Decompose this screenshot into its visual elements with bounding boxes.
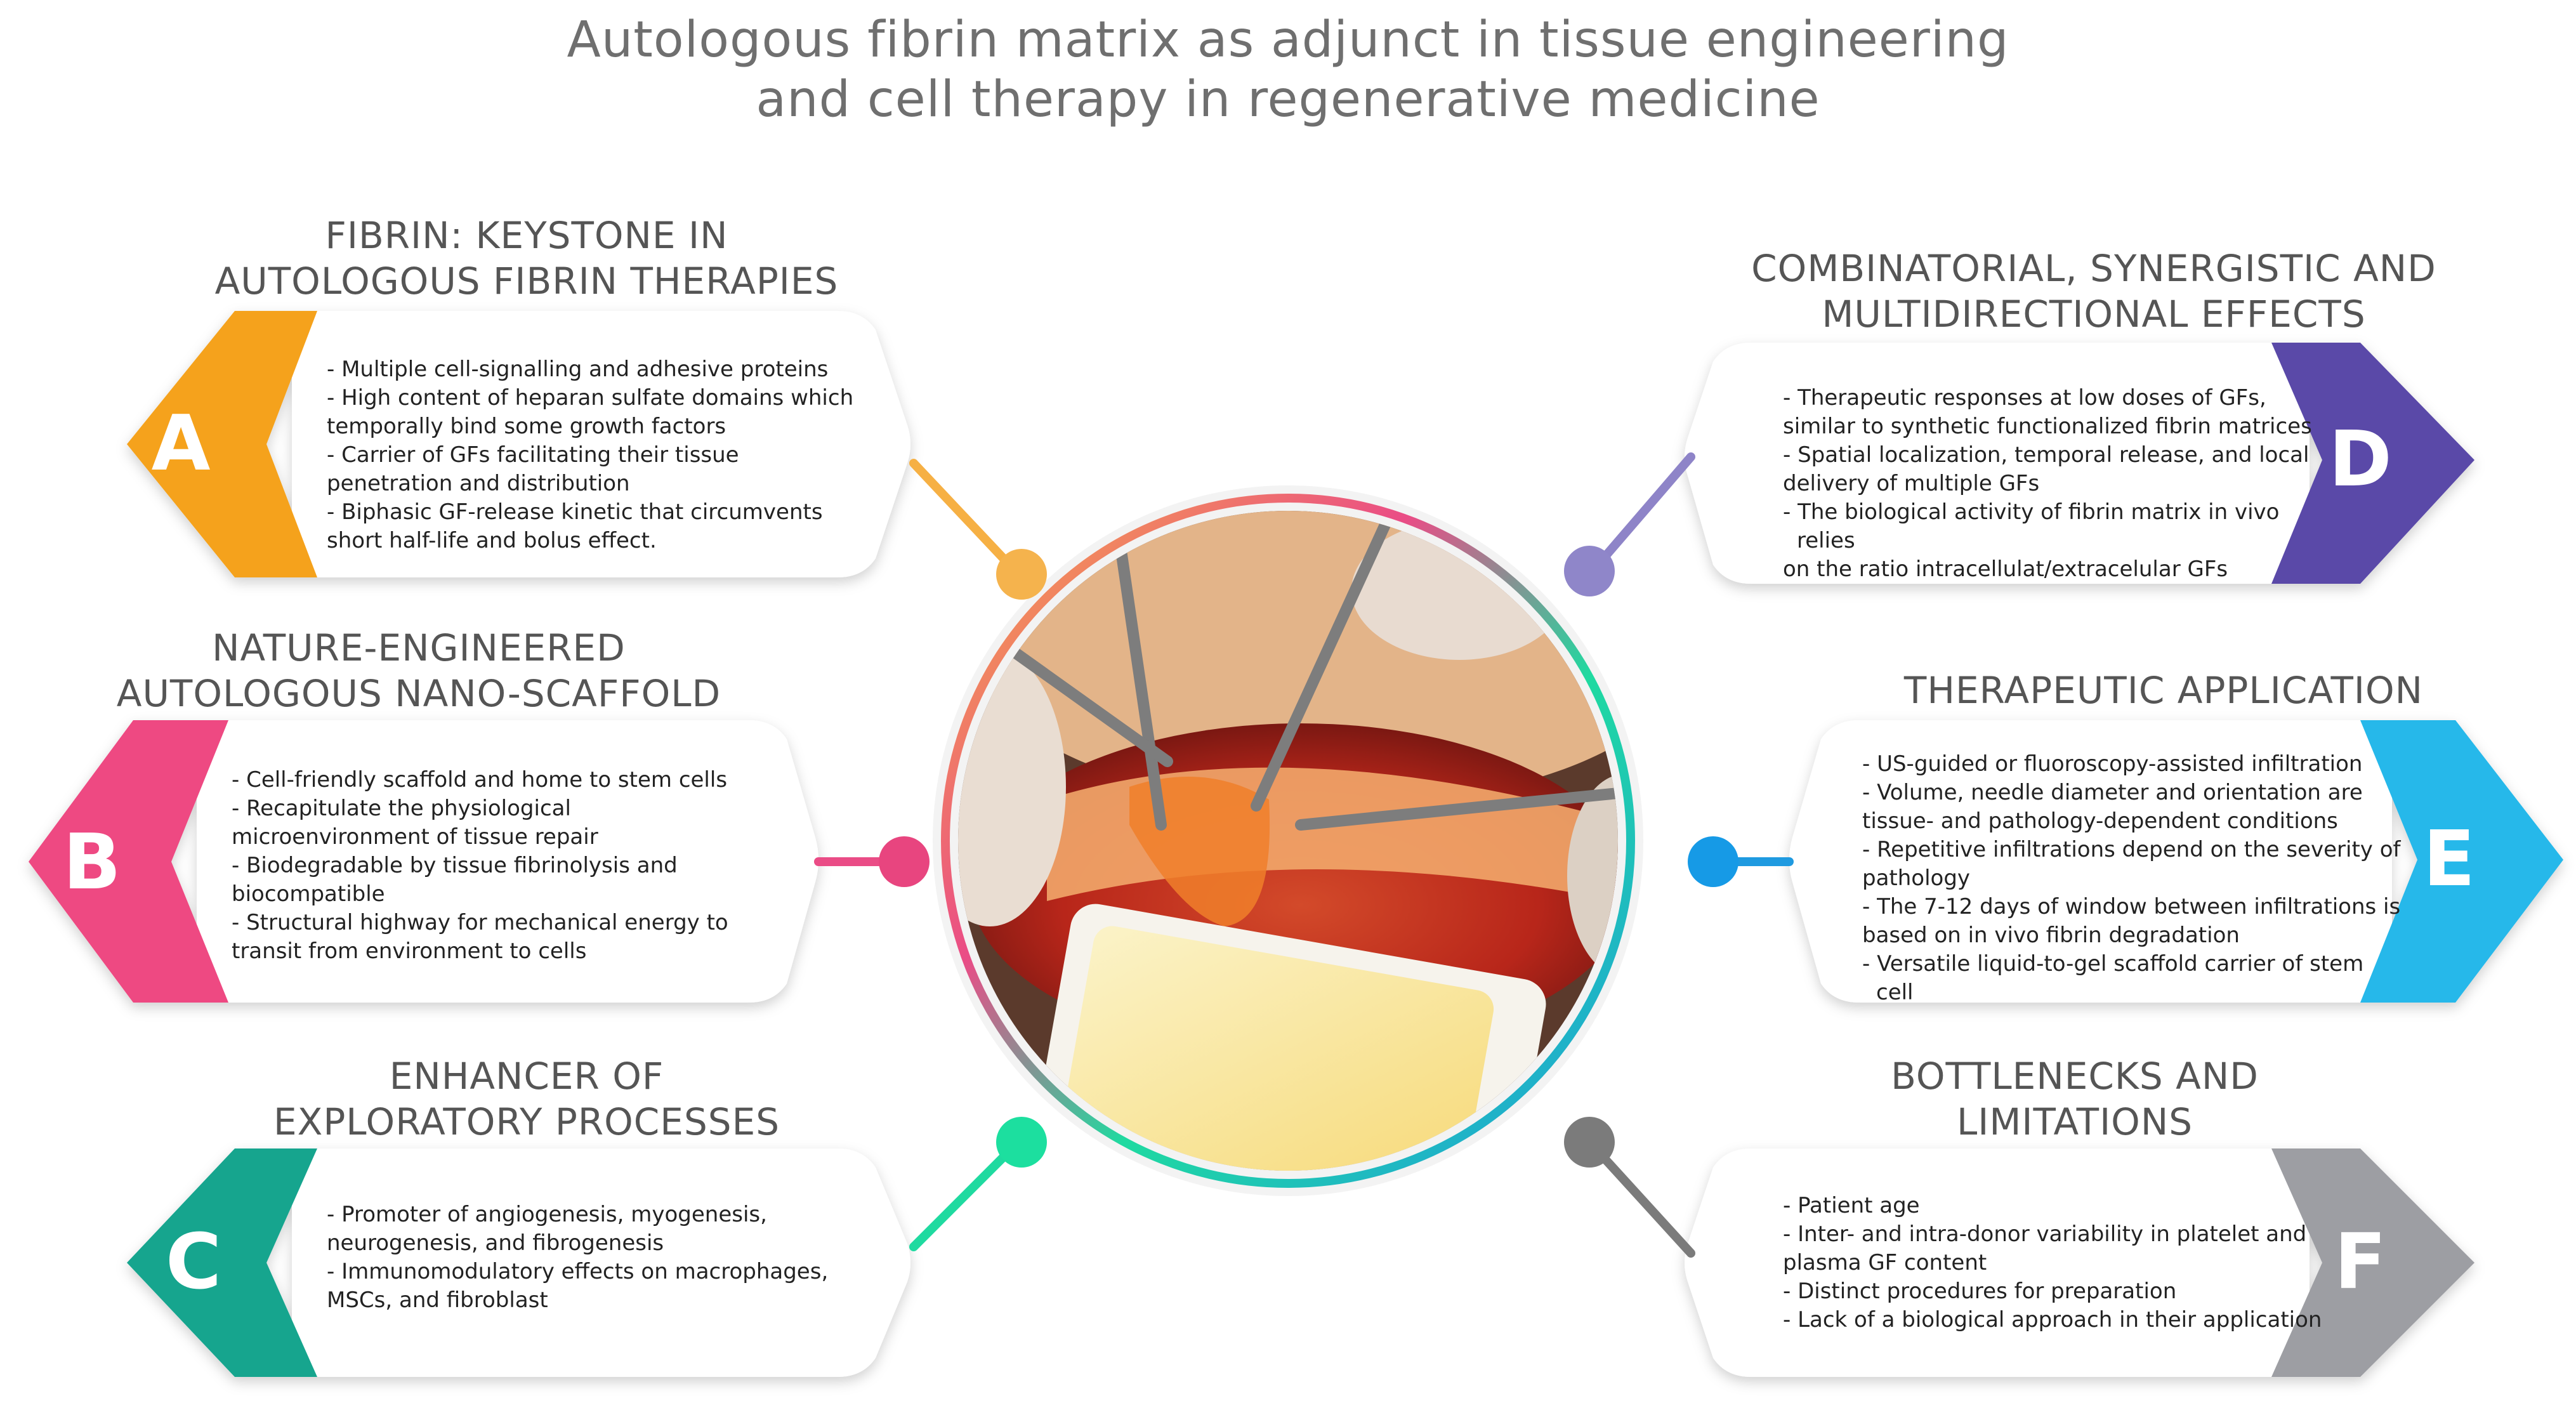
bullet-A-6: short half-life and bolus effect. <box>327 528 657 553</box>
bullet-B-3: - Biodegradable by tissue fibrinolysis a… <box>232 853 678 878</box>
letter-D: D <box>2329 416 2392 504</box>
heading-A-line-1: FIBRIN: KEYSTONE IN <box>325 214 728 257</box>
heading-E-line-1: THERAPEUTIC APPLICATION <box>1903 669 2424 712</box>
bullet-A-2: temporally bind some growth factors <box>327 414 726 439</box>
heading-B-line-1: NATURE-ENGINEERED <box>212 626 626 669</box>
bullets-E: - US-guided or fluoroscopy-assisted infi… <box>1862 750 2402 1007</box>
bullet-A-1: - High content of heparan sulfate domain… <box>327 385 854 411</box>
surgical-photo <box>958 511 1618 1171</box>
bullet-E-0: - US-guided or fluoroscopy-assisted infi… <box>1862 751 2363 777</box>
bullet-E-2: tissue- and pathology-dependent conditio… <box>1862 808 2338 834</box>
bullet-F-4: - Lack of a biological approach in their… <box>1783 1307 2322 1333</box>
letter-F: F <box>2334 1218 2386 1306</box>
heading-C: ENHANCER OF EXPLORATORY PROCESSES <box>190 1053 863 1145</box>
letter-A: A <box>151 400 211 488</box>
heading-E: THERAPEUTIC APPLICATION <box>1777 668 2551 713</box>
bullet-F-2: plasma GF content <box>1783 1250 1987 1275</box>
heading-D-line-1: COMBINATORIAL, SYNERGISTIC AND <box>1751 247 2436 290</box>
bullet-D-5: on the ratio intracellulat/extracelular … <box>1783 556 2228 582</box>
bullet-C-0: - Promoter of angiogenesis, myogenesis, <box>327 1202 767 1227</box>
heading-B: NATURE-ENGINEERED AUTOLOGOUS NANO-SCAFFO… <box>82 625 755 716</box>
letter-E: E <box>2423 815 2475 904</box>
title-line-2: and cell therapy in regenerative medicin… <box>756 71 1820 128</box>
card-B <box>29 720 818 1003</box>
heading-F: BOTTLENECKS AND LIMITATIONS <box>1732 1053 2417 1145</box>
card-D <box>1685 343 2474 584</box>
bullet-C-2: - Immunomodulatory effects on macrophage… <box>327 1259 829 1284</box>
connectors <box>814 452 1794 1258</box>
bullet-D-1: similar to synthetic functionalized fibr… <box>1783 414 2312 439</box>
heading-C-line-2: EXPLORATORY PROCESSES <box>273 1100 780 1143</box>
card-E <box>1789 720 2563 1003</box>
bullet-E-5: - The 7-12 days of window between infilt… <box>1862 894 2401 919</box>
heading-D-line-2: MULTIDIRECTIONAL EFFECTS <box>1822 293 2366 336</box>
color-ring <box>941 494 1635 1188</box>
heading-F-line-2: LIMITATIONS <box>1956 1100 2193 1143</box>
bullet-F-1: - Inter- and intra-donor variability in … <box>1783 1221 2307 1247</box>
letter-B: B <box>63 819 121 907</box>
card-A <box>127 311 910 577</box>
bullet-C-1: neurogenesis, and fibrogenesis <box>327 1230 664 1256</box>
heading-A: FIBRIN: KEYSTONE IN AUTOLOGOUS FIBRIN TH… <box>190 213 863 304</box>
bullet-E-1: - Volume, needle diameter and orientatio… <box>1862 780 2363 805</box>
bullet-F-3: - Distinct procedures for preparation <box>1783 1279 2177 1304</box>
bullets-D: - Therapeutic responses at low doses of … <box>1783 384 2329 584</box>
card-F <box>1685 1148 2474 1377</box>
bullets-B: - Cell-friendly scaffold and home to ste… <box>232 766 790 966</box>
bullet-C-3: MSCs, and fibroblast <box>327 1287 548 1313</box>
bullet-E-7: - Versatile liquid-to-gel scaffold carri… <box>1862 951 2364 1005</box>
heading-D: COMBINATORIAL, SYNERGISTIC AND MULTIDIRE… <box>1713 246 2474 337</box>
bullet-B-1: - Recapitulate the physiological <box>232 796 571 821</box>
bullet-E-3: - Repetitive infiltrations depend on the… <box>1862 837 2401 862</box>
nodes <box>879 546 1738 1168</box>
bullet-D-3: delivery of multiple GFs <box>1783 471 2040 496</box>
bullets-A: - Multiple cell-signalling and adhesive … <box>327 355 879 555</box>
heading-F-line-1: BOTTLENECKS AND <box>1891 1055 2259 1098</box>
letter-C: C <box>165 1218 222 1306</box>
bullet-E-4: pathology <box>1862 865 1971 891</box>
bullet-A-5: - Biphasic GF-release kinetic that circu… <box>327 499 823 525</box>
bullet-F-0: - Patient age <box>1783 1193 1920 1218</box>
bullet-A-4: penetration and distribution <box>327 471 630 496</box>
bullets-F: - Patient age - Inter- and intra-donor v… <box>1783 1192 2329 1334</box>
bullet-D-0: - Therapeutic responses at low doses of … <box>1783 385 2266 411</box>
bullet-D-4: - The biological activity of fibrin matr… <box>1783 499 2280 553</box>
heading-C-line-1: ENHANCER OF <box>389 1055 664 1098</box>
bullet-D-2: - Spatial localization, temporal release… <box>1783 442 2310 468</box>
heading-A-line-2: AUTOLOGOUS FIBRIN THERAPIES <box>214 260 839 303</box>
bullet-E-6: based on in vivo fibrin degradation <box>1862 923 2240 948</box>
bullet-B-4: biocompatible <box>232 881 385 907</box>
bullet-A-3: - Carrier of GFs facilitating their tiss… <box>327 442 739 468</box>
card-C <box>127 1148 910 1377</box>
bullet-B-6: transit from environment to cells <box>232 938 587 964</box>
bullet-B-2: microenvironment of tissue repair <box>232 824 598 850</box>
bullet-B-0: - Cell-friendly scaffold and home to ste… <box>232 767 728 793</box>
bullet-A-0: - Multiple cell-signalling and adhesive … <box>327 357 829 382</box>
heading-B-line-2: AUTOLOGOUS NANO-SCAFFOLD <box>116 672 721 715</box>
bullets-C: - Promoter of angiogenesis, myogenesis, … <box>327 1201 879 1315</box>
title-line-1: Autologous fibrin matrix as adjunct in t… <box>567 11 2009 69</box>
bullet-B-5: - Structural highway for mechanical ener… <box>232 910 728 935</box>
